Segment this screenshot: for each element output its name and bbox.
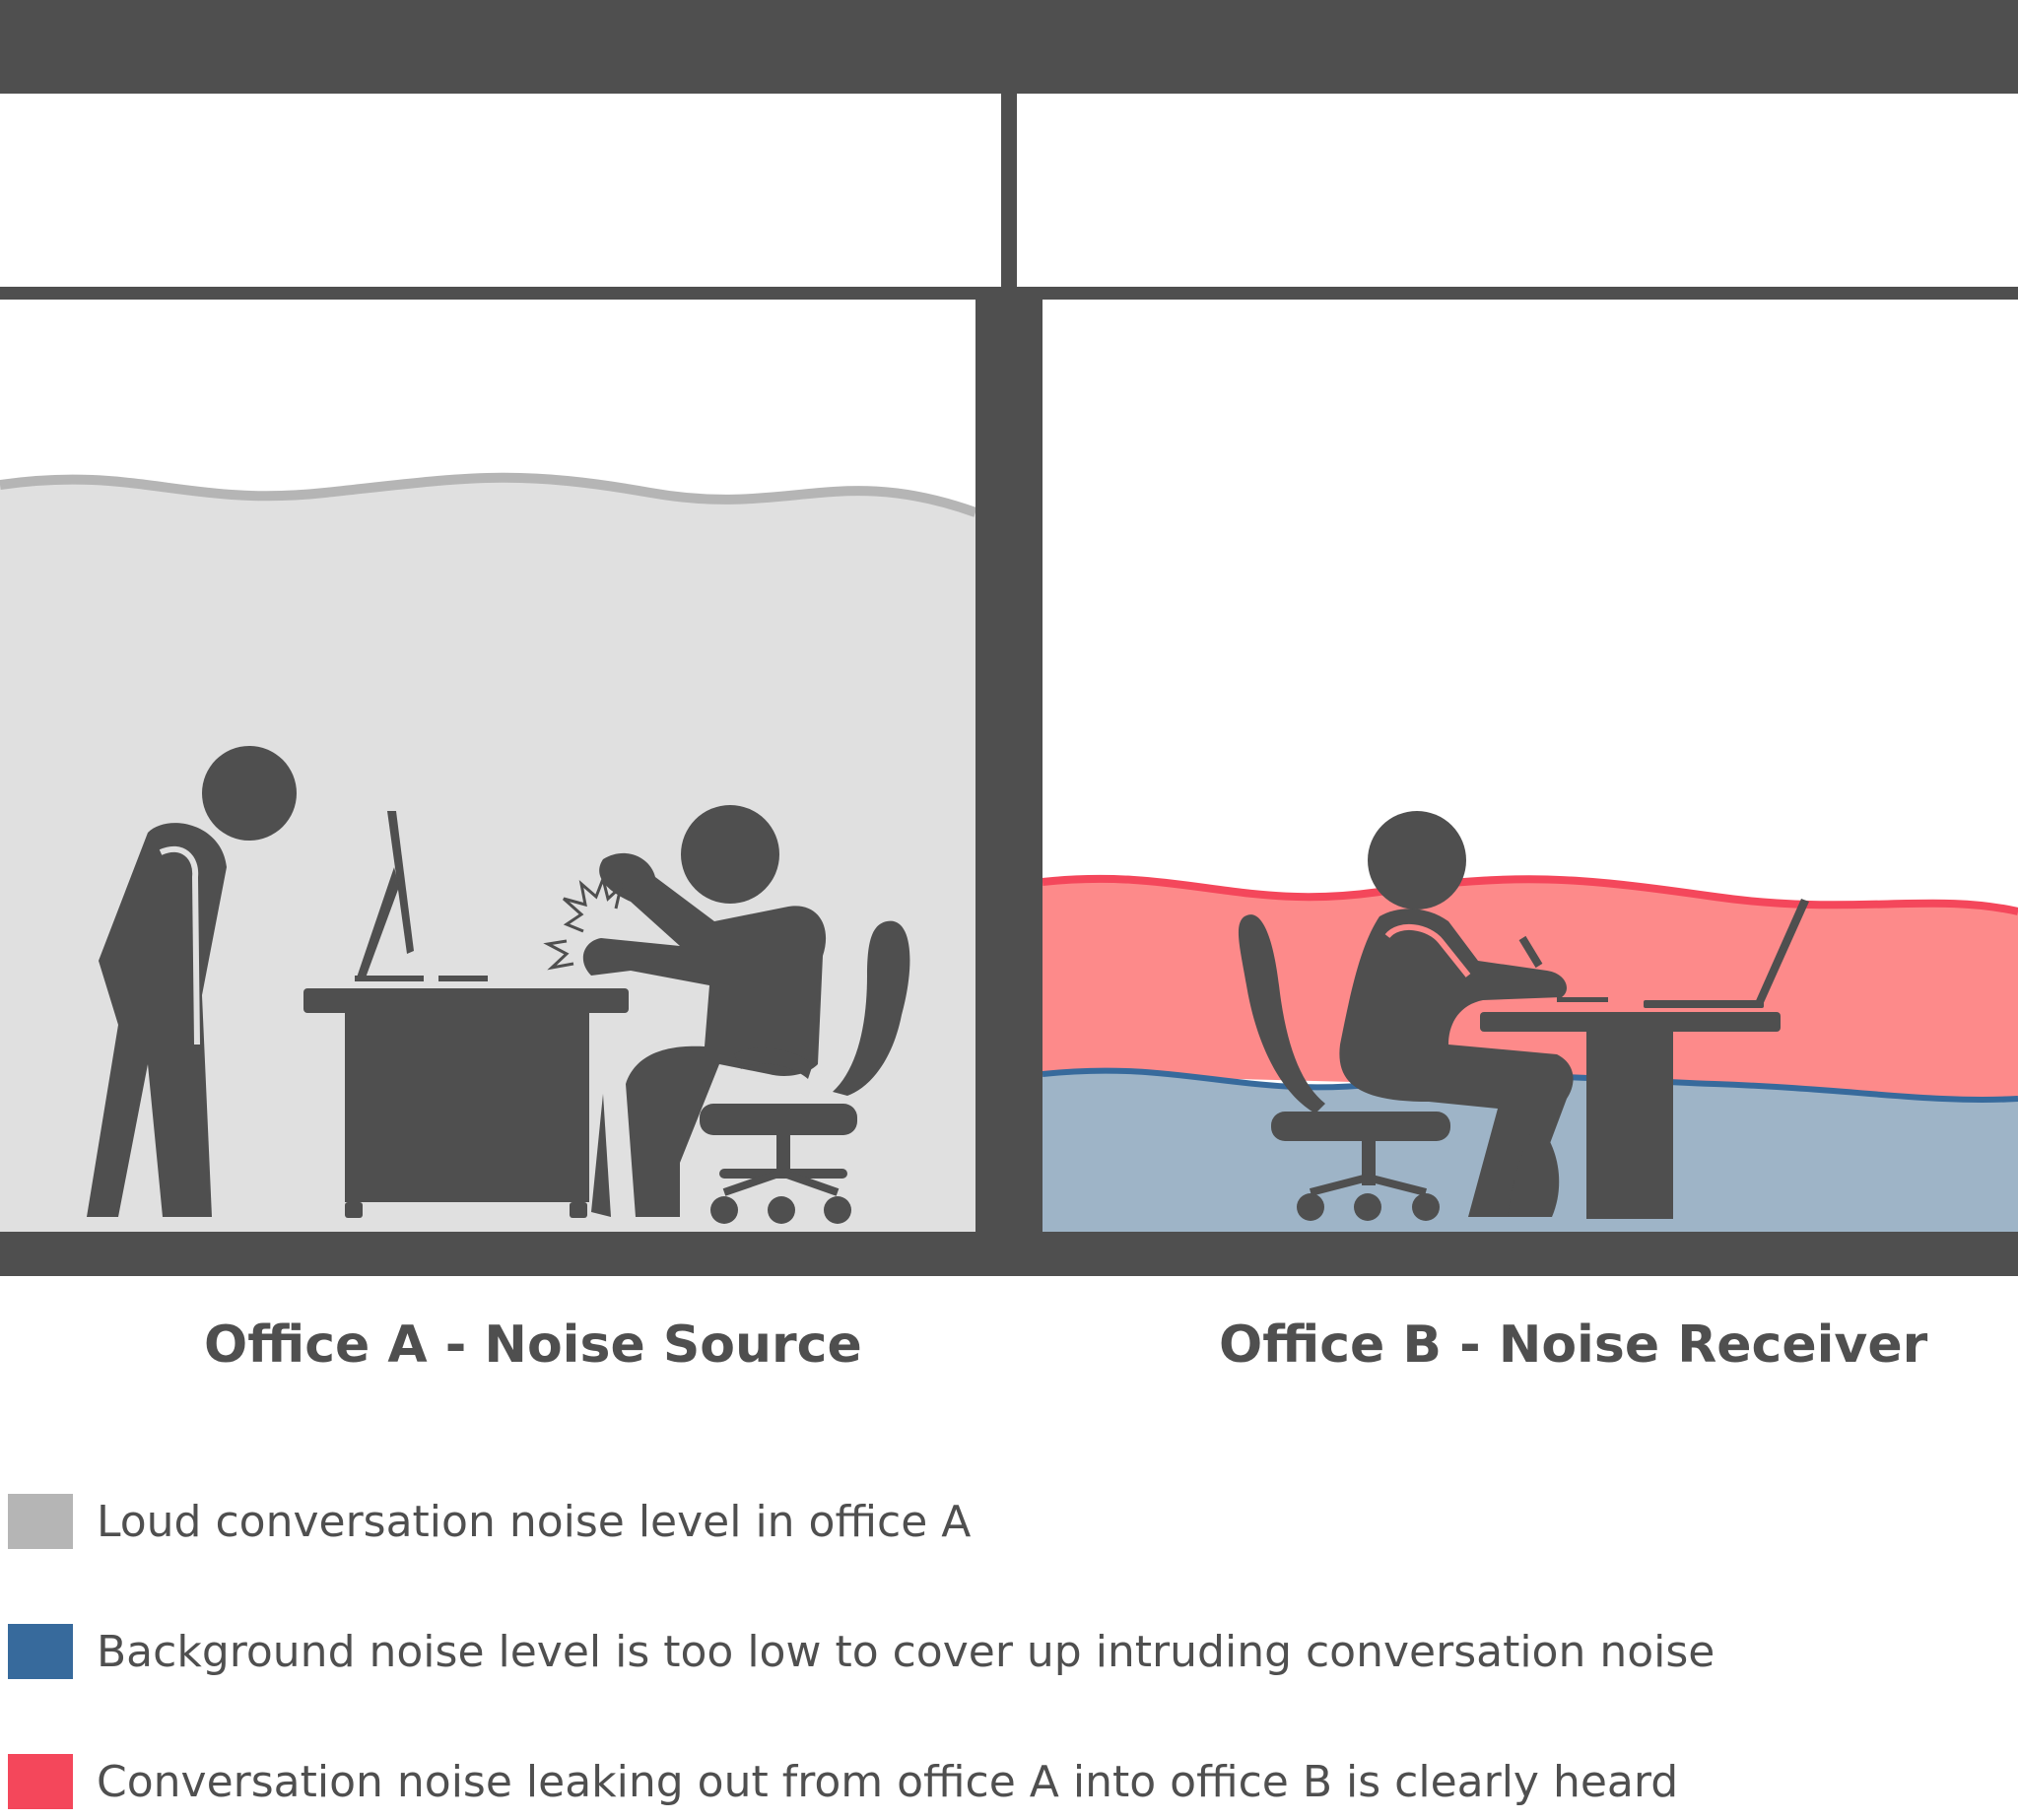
standing-person-icon [87, 746, 297, 1217]
office-diagram [0, 0, 2018, 1276]
partition-wall [975, 300, 1043, 1232]
seated-person-fist-bang-icon [582, 805, 827, 1217]
office-chair-b-icon [1238, 914, 1450, 1221]
conversation-noise-line [1042, 874, 2018, 915]
office-b-caption: Office B - Noise Receiver [1219, 1315, 1928, 1375]
monitor-icon [355, 811, 488, 981]
roof-beam [0, 0, 2018, 94]
legend-item-leaking-noise: Conversation noise leaking out from offi… [8, 1754, 1678, 1809]
desk-b-icon [1480, 1012, 1781, 1219]
legend-swatch-blue [8, 1624, 73, 1679]
seated-person-writing-icon [1339, 811, 1608, 1217]
legend-item-background-noise: Background noise level is too low to cov… [8, 1624, 1715, 1679]
legend-swatch-red [8, 1754, 73, 1809]
legend-item-loud-conversation: Loud conversation noise level in office … [8, 1494, 971, 1549]
legend-label: Conversation noise leaking out from offi… [97, 1756, 1679, 1807]
impact-burst-icon [543, 874, 624, 971]
office-chair-a-icon [700, 920, 910, 1224]
ceiling-plenum-divider [1001, 94, 1017, 291]
office-a-caption: Office A - Noise Source [204, 1315, 862, 1375]
legend-label: Background noise level is too low to cov… [97, 1626, 1715, 1677]
floor-slab [0, 1232, 2018, 1276]
desk-icon [303, 988, 629, 1218]
legend-label: Loud conversation noise level in office … [97, 1496, 972, 1547]
ceiling-line [0, 287, 2018, 300]
laptop-icon [1644, 899, 1809, 1008]
office-a-noise-line [0, 472, 977, 517]
legend-swatch-gray [8, 1494, 73, 1549]
